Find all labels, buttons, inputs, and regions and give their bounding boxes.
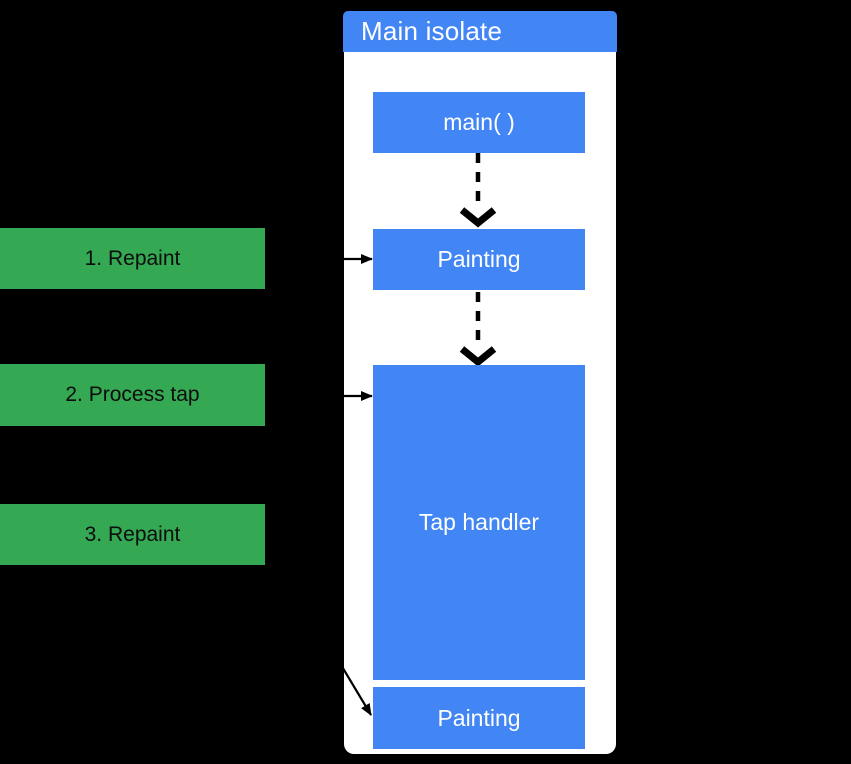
- node-painting-1-label: Painting: [437, 246, 521, 272]
- node-painting-2: Painting: [373, 687, 585, 749]
- node-painting-2-label: Painting: [437, 704, 521, 731]
- event-repaint-3: 3. Repaint: [0, 504, 265, 565]
- node-tap-handler-label: Tap handler: [418, 509, 540, 535]
- event-process-tap: 2. Process tap: [0, 364, 265, 426]
- event-process-tap-label: 2. Process tap: [65, 383, 200, 406]
- main-isolate-header: Main isolate: [343, 11, 617, 52]
- event-repaint-3-label: 3. Repaint: [84, 522, 181, 546]
- event-repaint-1: 1. Repaint: [0, 228, 265, 289]
- main-isolate-title: Main isolate: [361, 16, 503, 46]
- node-main: main( ): [373, 92, 585, 153]
- node-painting-1: Painting: [373, 229, 585, 290]
- node-tap-handler: Tap handler: [373, 365, 585, 680]
- event-repaint-1-label: 1. Repaint: [84, 246, 181, 270]
- node-main-label: main( ): [443, 109, 515, 135]
